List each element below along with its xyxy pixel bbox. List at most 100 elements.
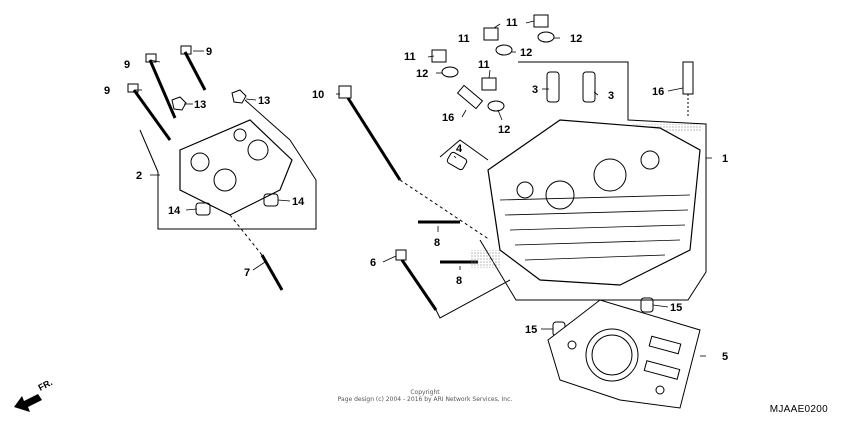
front-direction-arrow: [14, 394, 42, 412]
callout-3a: 3: [532, 84, 538, 96]
callout-10: 10: [312, 89, 324, 101]
leader-6: [382, 255, 397, 263]
cap-nut-11a: [483, 27, 499, 41]
callout-16b: 16: [442, 112, 454, 124]
bolt-6-guide: [435, 279, 511, 319]
rocker-bracket-outline: [157, 139, 317, 230]
valve-guide-3b: [582, 71, 596, 103]
callout-labels: 1 2 3 3 4 5 6 7 8 8 9 9 9 10 11 11 11 11…: [104, 17, 728, 363]
nut-13b: [231, 89, 247, 104]
callout-12d: 12: [498, 124, 510, 136]
callout-9c: 9: [104, 85, 110, 97]
leader-16a: [667, 87, 684, 92]
leader-3b: [593, 91, 599, 96]
callout-12a: 12: [570, 33, 582, 45]
copyright-notice: Page design (c) 2004 - 2016 by ARI Netwo…: [337, 396, 513, 403]
leader-11c: [427, 55, 435, 58]
bolt-9c: [183, 51, 207, 91]
rocker-boss-4: [233, 128, 247, 142]
bolt-shaft-6: [400, 259, 438, 311]
fin-5: [524, 254, 666, 261]
dowel-pin-14a: [195, 202, 211, 216]
stud-8-group: [418, 220, 478, 264]
valve-guide-3a: [546, 71, 560, 103]
callout-12c: 12: [416, 68, 428, 80]
bolt-head-6: [395, 249, 407, 261]
callout-13b: 13: [258, 95, 270, 107]
callout-14b: 14: [292, 196, 305, 208]
gasket-5: [547, 299, 701, 409]
spark-plug-16b: [456, 84, 484, 110]
leader-14a: [185, 208, 198, 211]
callout-8a: 8: [434, 237, 440, 249]
cap-nut-11c: [431, 49, 447, 63]
callout-1: 1: [722, 153, 728, 165]
valve-port-3: [640, 150, 660, 170]
washer-12c: [441, 66, 459, 78]
fr-arrow-icon: [14, 394, 42, 412]
leader-16b: [461, 109, 467, 118]
bolt-9b: [148, 59, 177, 119]
leader-9b: [149, 59, 161, 63]
cap-nut-11d: [481, 77, 497, 91]
head-bracket-outline: [479, 61, 707, 301]
callout-11c: 11: [404, 51, 416, 63]
gasket-slot-2: [643, 360, 681, 380]
fin-1: [499, 194, 691, 201]
washer-12a: [495, 44, 513, 56]
part-4-bracket: [439, 139, 489, 161]
cylinder-head-group: [431, 14, 707, 337]
callout-13a: 13: [194, 99, 206, 111]
rocker-holder-body: [179, 119, 293, 216]
gasket-hole-2: [655, 385, 665, 395]
leader-7: [252, 261, 266, 271]
valve-port-2: [593, 158, 627, 192]
rocker-leader-b: [244, 99, 291, 141]
hatch-left: [470, 250, 500, 268]
rocker-leader-a: [139, 129, 159, 173]
leader-11a: [493, 23, 501, 29]
cylinder-head-body: [487, 119, 701, 286]
copyright-title: Copyright: [410, 389, 440, 396]
callout-11d: 11: [478, 59, 490, 71]
callout-4: 4: [456, 143, 463, 155]
callout-14a: 14: [168, 205, 181, 217]
bolt-6-group: [395, 249, 511, 319]
leader-15b: [652, 304, 669, 308]
callout-15a: 15: [525, 324, 537, 336]
valve-port-4: [516, 181, 534, 199]
gasket-slot-1: [648, 335, 682, 355]
gasket-outline: [547, 299, 701, 409]
leader-13b: [245, 98, 257, 101]
gasket-bore: [585, 328, 639, 382]
callout-6: 6: [370, 257, 376, 269]
leader-lines: [136, 20, 712, 357]
callout-5: 5: [722, 351, 728, 363]
fin-4: [514, 239, 681, 246]
fin-3: [509, 224, 686, 231]
callout-9a: 9: [124, 59, 130, 71]
callout-15b: 15: [670, 302, 682, 314]
leader-11d: [488, 69, 491, 79]
callout-16a: 16: [652, 86, 664, 98]
bolt-shaft-10: [346, 97, 402, 181]
stud-7: [260, 254, 284, 291]
rocker-boss-3: [247, 139, 269, 161]
valve-port-1: [545, 180, 575, 210]
rocker-holder-group: [127, 45, 317, 291]
callout-8b: 8: [456, 275, 462, 287]
part-4-pin: [446, 151, 468, 171]
bolt-head-9c: [180, 45, 192, 55]
callout-11b: 11: [506, 17, 518, 29]
rocker-boss-1: [190, 152, 210, 172]
callout-7: 7: [244, 267, 250, 279]
leader-4: [453, 155, 457, 159]
fin-2: [504, 209, 689, 216]
long-bolt-10: [338, 85, 491, 241]
gasket-bore-inner: [591, 334, 633, 376]
callout-9b: 9: [206, 46, 212, 58]
washer-12b: [537, 31, 555, 43]
callout-3b: 3: [608, 90, 614, 102]
bolt-head-10: [338, 85, 352, 99]
